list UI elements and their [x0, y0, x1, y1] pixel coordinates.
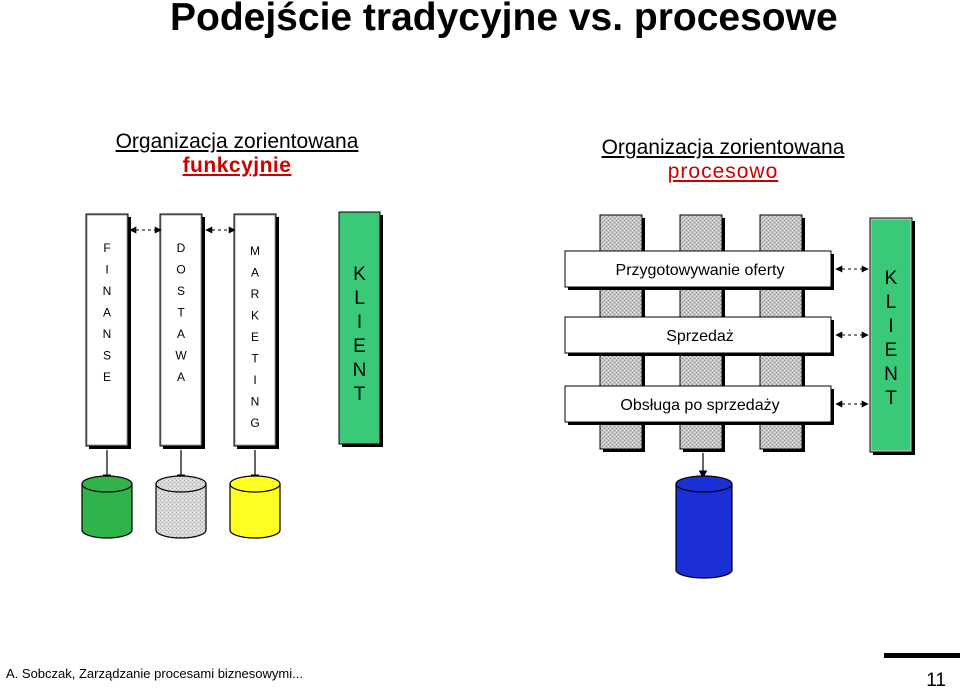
process-label: Sprzedaż	[666, 328, 734, 345]
page-number: 11	[926, 670, 946, 691]
left-header-line1: Organizacja zorientowana	[115, 130, 359, 153]
process-box: Sprzedaż	[564, 316, 834, 356]
database-icon	[155, 475, 207, 539]
process-box: Obsługa po sprzedaży	[564, 385, 834, 425]
right-header-line2: procesowo	[667, 160, 779, 183]
page-title: Podejście tradycyjne vs. procesowe	[170, 0, 838, 39]
database-icon	[675, 475, 733, 579]
database-icon	[229, 475, 281, 539]
left-header: Organizacja zorientowana funkcyjnie	[92, 130, 382, 178]
right-header-line1: Organizacja zorientowana	[601, 136, 845, 159]
right-header: Organizacja zorientowana procesowo	[578, 136, 868, 184]
footer-rule	[884, 653, 960, 658]
footer-text: A. Sobczak, Zarządzanie procesami biznes…	[6, 666, 303, 681]
process-box: Przygotowywanie oferty	[564, 250, 834, 290]
left-header-line2: funkcyjnie	[182, 154, 292, 177]
process-label: Obsługa po sprzedaży	[620, 397, 779, 414]
database-icon	[81, 475, 133, 539]
process-label: Przygotowywanie oferty	[616, 262, 785, 279]
